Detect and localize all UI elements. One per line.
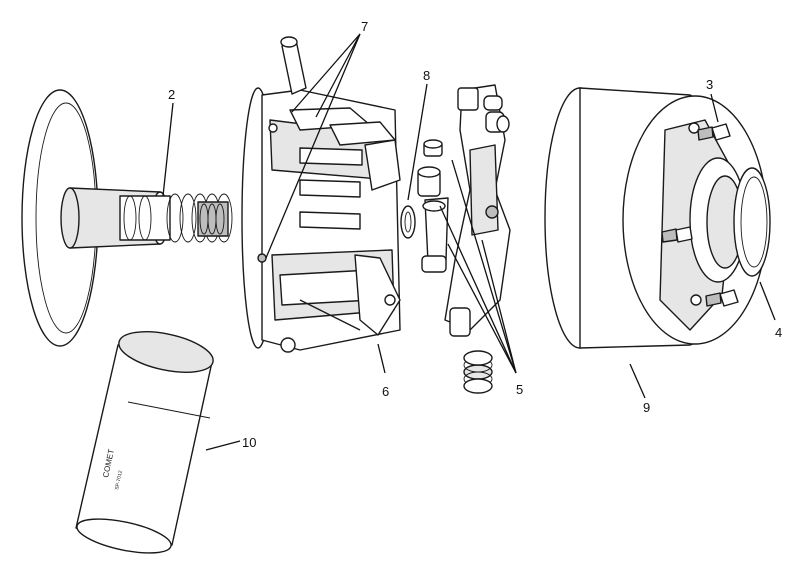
callout-8: 8 (423, 68, 430, 83)
o-ring-washer (400, 205, 416, 239)
drive-spring (166, 193, 233, 243)
can-code-label: SP-7012 (114, 470, 124, 490)
cover-gasket (733, 167, 771, 277)
leader-2 (162, 102, 174, 197)
callout-9: 9 (643, 400, 650, 415)
callout-labels: 2 7 8 3 4 6 5 9 10 (168, 19, 782, 450)
leader-lines (162, 33, 776, 451)
clutch-cover-housing (544, 87, 768, 349)
callout-6: 6 (382, 384, 389, 399)
callout-10: 10 (242, 435, 256, 450)
callout-7: 7 (361, 19, 368, 34)
leader-7c (265, 33, 361, 259)
leader-3 (710, 93, 719, 123)
callout-2: 2 (168, 87, 175, 102)
spider-arm-plate (444, 84, 511, 337)
callout-3: 3 (706, 77, 713, 92)
leader-9 (629, 363, 646, 399)
leader-4 (759, 281, 776, 321)
leader-5c (447, 243, 517, 374)
leader-5a (451, 159, 517, 374)
movable-sheave-assembly (241, 36, 401, 353)
small-spring (463, 350, 493, 394)
leader-5b (439, 205, 517, 374)
leader-7a (291, 33, 361, 113)
fixed-sheave-disc (21, 89, 171, 347)
cleaner-spray-can: COMET SP-7012 (75, 331, 214, 554)
callout-4: 4 (775, 325, 782, 340)
leader-8 (407, 83, 428, 201)
leader-6 (377, 343, 386, 374)
leader-7b (315, 33, 361, 118)
roller-pins (417, 139, 449, 273)
hex-bolts (661, 123, 739, 307)
leader-10 (205, 440, 241, 451)
callout-5: 5 (516, 382, 523, 397)
leader-5d (481, 239, 517, 374)
